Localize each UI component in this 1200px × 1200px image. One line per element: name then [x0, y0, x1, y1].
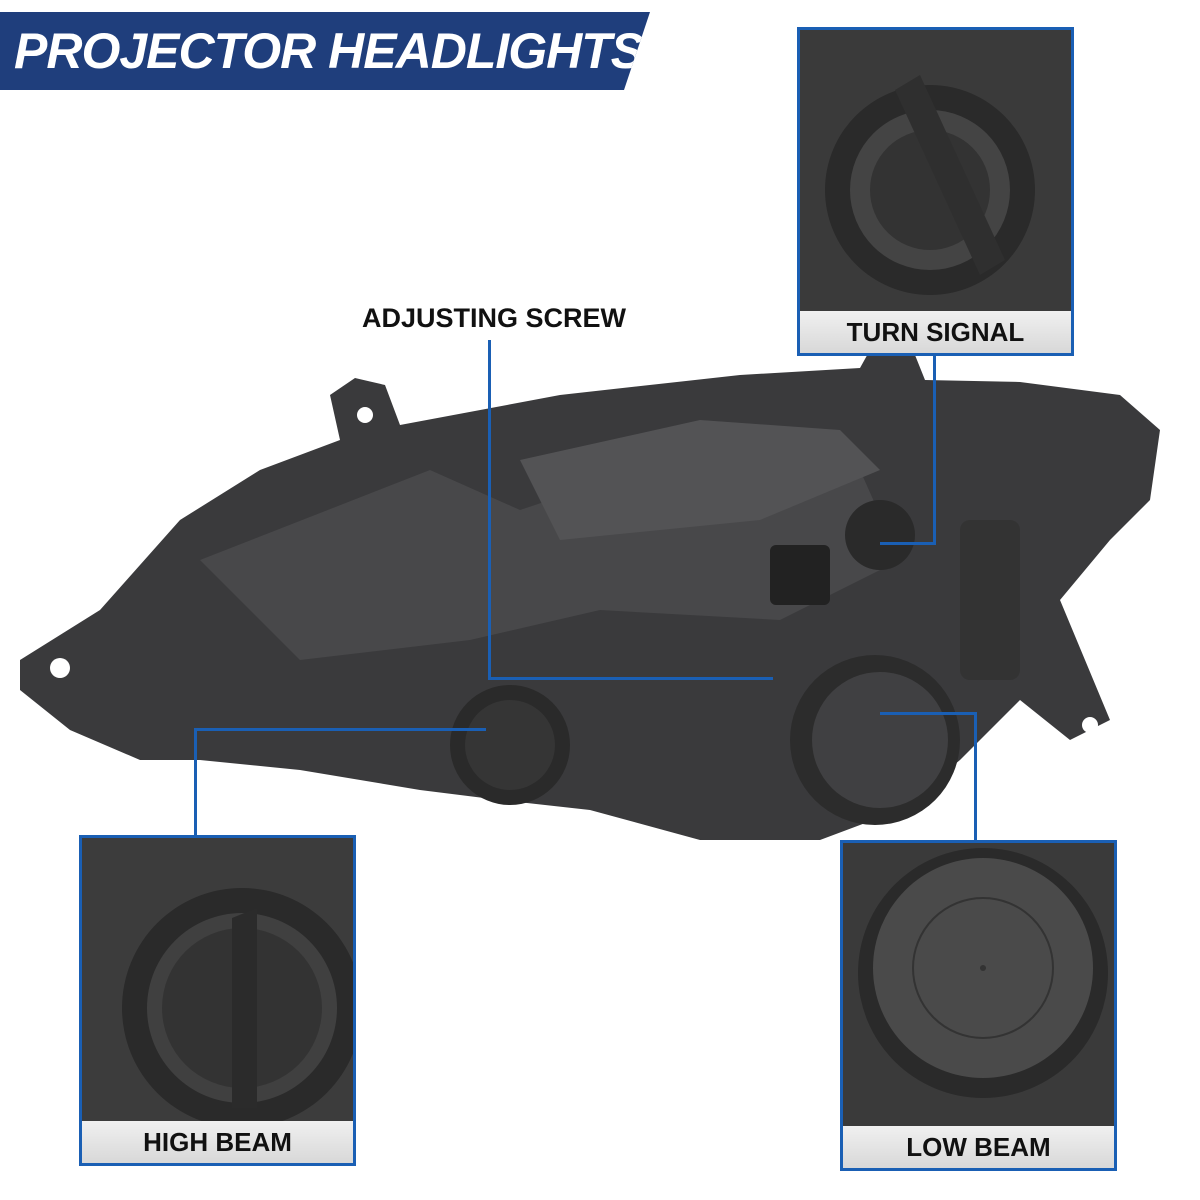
- turn-signal-detail: TURN SIGNAL: [797, 27, 1074, 356]
- low-beam-detail: LOW BEAM: [840, 840, 1117, 1171]
- banner-title: PROJECTOR HEADLIGHTS: [14, 23, 644, 79]
- high-beam-line: [194, 728, 197, 836]
- turn-signal-label: TURN SIGNAL: [800, 311, 1071, 353]
- low-beam-line-h: [880, 712, 977, 715]
- turn-signal-line-h: [880, 542, 936, 545]
- low-beam-photo: [843, 843, 1114, 1168]
- high-beam-detail: HIGH BEAM: [79, 835, 356, 1166]
- high-beam-line-h: [194, 728, 486, 731]
- adjusting-screw-line-h: [488, 677, 773, 680]
- adjusting-screw-label: ADJUSTING SCREW: [362, 303, 627, 333]
- low-beam-label: LOW BEAM: [843, 1126, 1114, 1168]
- adjusting-screw-line: [488, 340, 491, 680]
- turn-signal-line: [933, 355, 936, 545]
- high-beam-label: HIGH BEAM: [82, 1121, 353, 1163]
- high-beam-photo: [82, 838, 353, 1163]
- low-beam-line: [974, 712, 977, 842]
- title-banner: PROJECTOR HEADLIGHTS: [0, 12, 650, 90]
- headlight-housing: [20, 350, 1160, 840]
- turn-signal-photo: [800, 30, 1071, 353]
